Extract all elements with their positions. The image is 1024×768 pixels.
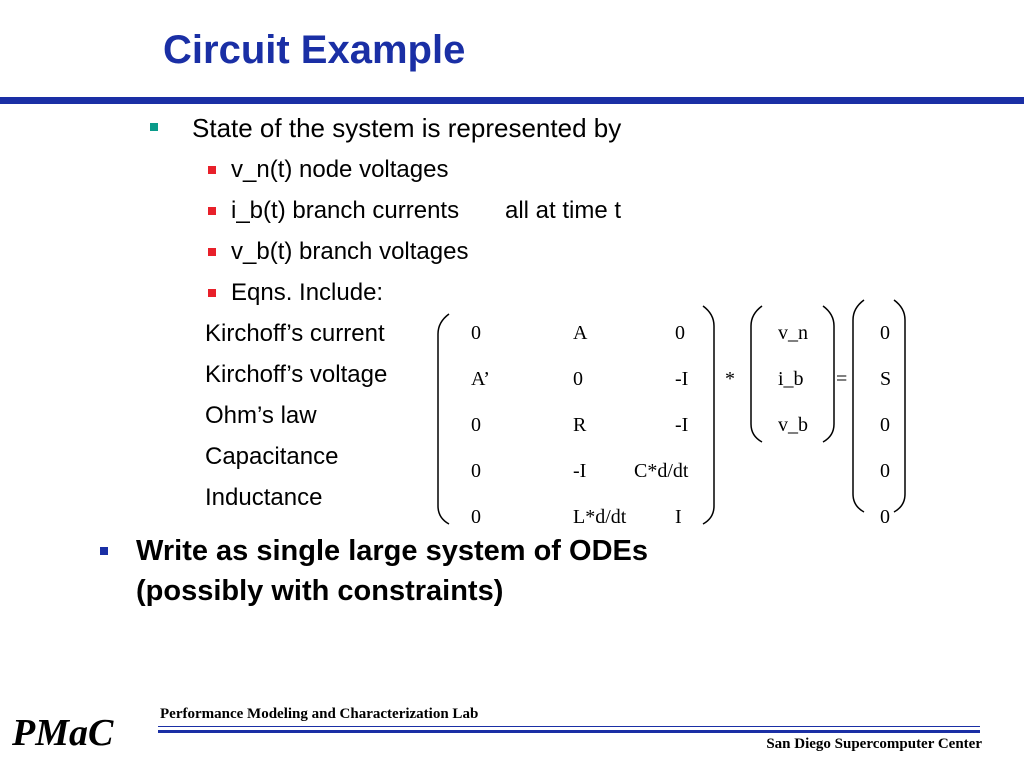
rhs-right-bracket	[893, 299, 906, 513]
matrix-cell: 0	[573, 368, 583, 390]
matrix-cell: 0	[471, 460, 481, 482]
rhs-cell: S	[880, 368, 892, 390]
vector-cell: i_b	[778, 368, 804, 390]
bullet-square-icon	[100, 547, 108, 555]
footer-center-name: San Diego Supercomputer Center	[766, 736, 982, 752]
title-rule	[0, 97, 1024, 104]
matrix-cell: 0	[471, 506, 481, 528]
bottom-bullet-line: Write as single large system of ODEs	[136, 535, 648, 567]
equation-label: Kirchoff’s current	[205, 320, 385, 347]
matrix-cell: 0	[471, 414, 481, 436]
slide-title: Circuit Example	[163, 28, 466, 72]
matrix-cell: -I	[675, 368, 689, 390]
main-bullet-text: State of the system is represented by	[192, 113, 622, 143]
matrix-cell: R	[573, 414, 587, 436]
sub-bullet-text: v_b(t) branch voltages	[231, 238, 469, 265]
sub-bullet-text: Eqns. Include:	[231, 279, 384, 306]
bullet-square-icon	[150, 123, 158, 131]
matrix-left-bracket	[437, 313, 450, 525]
vector-right-bracket	[822, 305, 835, 443]
matrix-cell: L*d/dt	[573, 506, 627, 528]
footer-rule	[158, 726, 980, 727]
matrix-cell: I	[675, 506, 682, 528]
vector-left-bracket	[750, 305, 763, 443]
equation-label: Inductance	[205, 484, 323, 511]
bottom-bullet-line: (possibly with constraints)	[136, 574, 504, 607]
vector-cell: v_n	[778, 322, 808, 344]
footer-lab-name: Performance Modeling and Characterizatio…	[160, 706, 479, 722]
vector-cell: v_b	[778, 414, 808, 436]
rhs-left-bracket	[852, 299, 865, 513]
equation-label: Kirchoff’s voltage	[205, 361, 388, 388]
rhs-cell: 0	[880, 322, 890, 344]
sub-bullet-text: v_n(t) node voltages	[231, 156, 449, 183]
bullet-square-icon	[208, 207, 216, 215]
equation-label: Capacitance	[205, 443, 339, 470]
matrix-cell: 0	[471, 322, 481, 344]
footer-rule	[158, 730, 980, 733]
all-at-time-note: all at time t	[505, 197, 622, 224]
matrix-cell: A	[573, 322, 588, 344]
multiply-operator: *	[725, 368, 735, 390]
pmac-logo: PMaC	[12, 712, 114, 754]
bullet-square-icon	[208, 248, 216, 256]
equation-label: Ohm’s law	[205, 402, 317, 429]
matrix-cell: -I	[675, 414, 689, 436]
matrix-cell: A’	[471, 368, 490, 390]
rhs-cell: 0	[880, 414, 890, 436]
matrix-cell: -I	[573, 460, 587, 482]
bullet-square-icon	[208, 166, 216, 174]
sub-bullet-text: i_b(t) branch currents	[231, 197, 460, 224]
equals-operator: =	[836, 368, 848, 390]
matrix-cell: 0	[675, 322, 685, 344]
matrix-cell: C*d/dt	[634, 460, 689, 482]
rhs-cell: 0	[880, 460, 890, 482]
bullet-square-icon	[208, 289, 216, 297]
rhs-cell: 0	[880, 506, 890, 528]
matrix-right-bracket	[702, 305, 715, 525]
